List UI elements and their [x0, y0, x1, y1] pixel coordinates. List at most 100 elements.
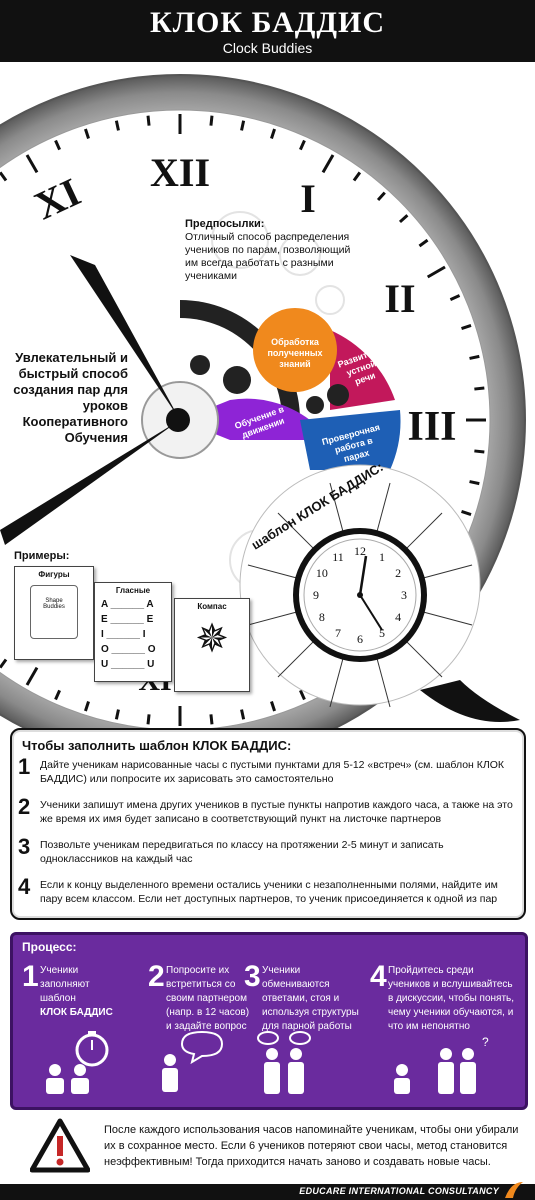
clock-tick	[270, 701, 276, 712]
template-slot-line	[277, 512, 314, 549]
clock-hand-minute	[0, 420, 180, 545]
clock-tick	[469, 480, 480, 486]
template-slot-line	[423, 564, 473, 579]
clock-tick	[270, 128, 276, 139]
clock-tick	[146, 115, 151, 126]
numeral-i: I	[300, 176, 316, 221]
step-number: 4	[18, 874, 31, 899]
step-number: 1	[18, 754, 31, 779]
vowel-row: E ______ E	[101, 614, 154, 625]
mini-clock-number: 1	[379, 550, 385, 564]
stopwatch-icon	[75, 1031, 109, 1067]
clock-illustration: XII I II III XI XI Обработка полученных …	[0, 74, 526, 730]
template-slot-line	[247, 564, 297, 579]
template-slot-line	[329, 482, 344, 532]
clock-tick	[114, 709, 120, 720]
clock-tick	[54, 139, 61, 151]
logo-icon	[505, 1182, 523, 1198]
step-number: 3	[18, 834, 31, 859]
mini-clock-number: 2	[395, 566, 401, 580]
clock-tick	[352, 171, 362, 182]
numeral-xii: XII	[150, 150, 210, 195]
mini-clock-number: 11	[332, 550, 344, 564]
template-slot-line	[247, 611, 297, 626]
warning-text: После каждого использования часов напоми…	[104, 1124, 519, 1168]
mini-clock-number: 12	[354, 544, 366, 558]
clock-tick	[25, 154, 39, 174]
process-number: 4	[370, 960, 387, 993]
template-slot-line	[277, 641, 314, 678]
template-slot-line	[423, 611, 473, 626]
clock-tick	[240, 709, 246, 720]
footer-bar: EDUCARE INTERNATIONAL CONSULTANCY	[0, 1182, 535, 1200]
prereq-title: Предпосылки:	[185, 218, 265, 230]
template-speech-tail	[420, 680, 520, 722]
steps-panel	[10, 728, 526, 920]
vowel-list: A ______ A E ______ E I ______ I O _____…	[95, 595, 171, 674]
mini-clock-number: 5	[379, 626, 385, 640]
template-slot-line	[376, 482, 391, 532]
header-banner: КЛОК БАДДИС Clock Buddies	[0, 0, 535, 62]
clock-tick	[240, 120, 246, 131]
card-inner-text: Shape Buddies	[43, 598, 65, 610]
clock-tick	[209, 115, 214, 126]
clock-tick	[84, 701, 90, 712]
example-card-vowels: Гласные A ______ A E ______ E I ______ I…	[94, 582, 172, 682]
page-title: КЛОК БАДДИС	[149, 6, 386, 39]
card-title: Компас	[197, 602, 227, 611]
step-number: 2	[18, 794, 31, 819]
template-slot-line	[376, 658, 391, 708]
clock-tick	[474, 449, 485, 454]
step-text: Дайте ученикам нарисованные часы с пусты…	[40, 759, 505, 785]
svg-text:?: ?	[482, 1035, 489, 1049]
compass-icon: ✵	[195, 617, 229, 661]
svg-text:полученных: полученных	[267, 348, 322, 358]
vowel-row: A ______ A	[101, 599, 154, 610]
process-number: 1	[22, 960, 39, 993]
example-card-compass: Компас ✵	[174, 598, 250, 692]
clock-tick	[469, 354, 480, 360]
process-title: Процесс:	[22, 940, 77, 954]
template-slot-line	[329, 658, 344, 708]
template-slot-line	[406, 512, 443, 549]
vowel-row: I ______ I	[101, 629, 146, 640]
mini-clock-number: 10	[316, 566, 328, 580]
warning-icon	[30, 1118, 90, 1173]
mini-clock-number: 4	[395, 610, 401, 624]
gear-label-processing: Обработка	[271, 337, 320, 347]
examples-label: Примеры:	[14, 550, 70, 562]
clock-tick	[474, 386, 485, 391]
clock-tick	[84, 128, 90, 139]
clock-tick	[461, 510, 472, 516]
clock-tick	[25, 666, 39, 686]
clock-tick	[209, 714, 214, 725]
mini-clock-number: 9	[313, 588, 319, 602]
clock-tick	[0, 171, 8, 182]
clock-tick	[299, 139, 306, 151]
example-card-shapes: Фигуры Shape Buddies	[14, 566, 94, 660]
people-icon	[46, 1064, 89, 1094]
vowel-row: U ______ U	[101, 659, 155, 670]
clock-tick	[299, 689, 306, 701]
clock-tick	[54, 689, 61, 701]
listening-icon: ?	[394, 1035, 489, 1094]
vowel-row: O ______ O	[101, 644, 156, 655]
clock-ticks	[0, 114, 486, 726]
clock-tick	[398, 214, 409, 224]
numeral-ii: II	[384, 276, 415, 321]
prereq-text: Отличный способ распределения учеников п…	[185, 231, 351, 282]
process-number: 2	[148, 960, 165, 993]
clock-tick	[146, 714, 151, 725]
gear-orange	[253, 308, 337, 392]
prereq-block: Предпосылки: Отличный способ распределен…	[185, 218, 355, 283]
clock-tick	[321, 154, 335, 174]
template-slot-line	[406, 641, 443, 678]
footer-org: EDUCARE INTERNATIONAL CONSULTANCY	[299, 1186, 499, 1196]
mini-clock-number: 3	[401, 588, 407, 602]
clock-tick	[0, 658, 8, 669]
clock-tick	[449, 294, 461, 301]
